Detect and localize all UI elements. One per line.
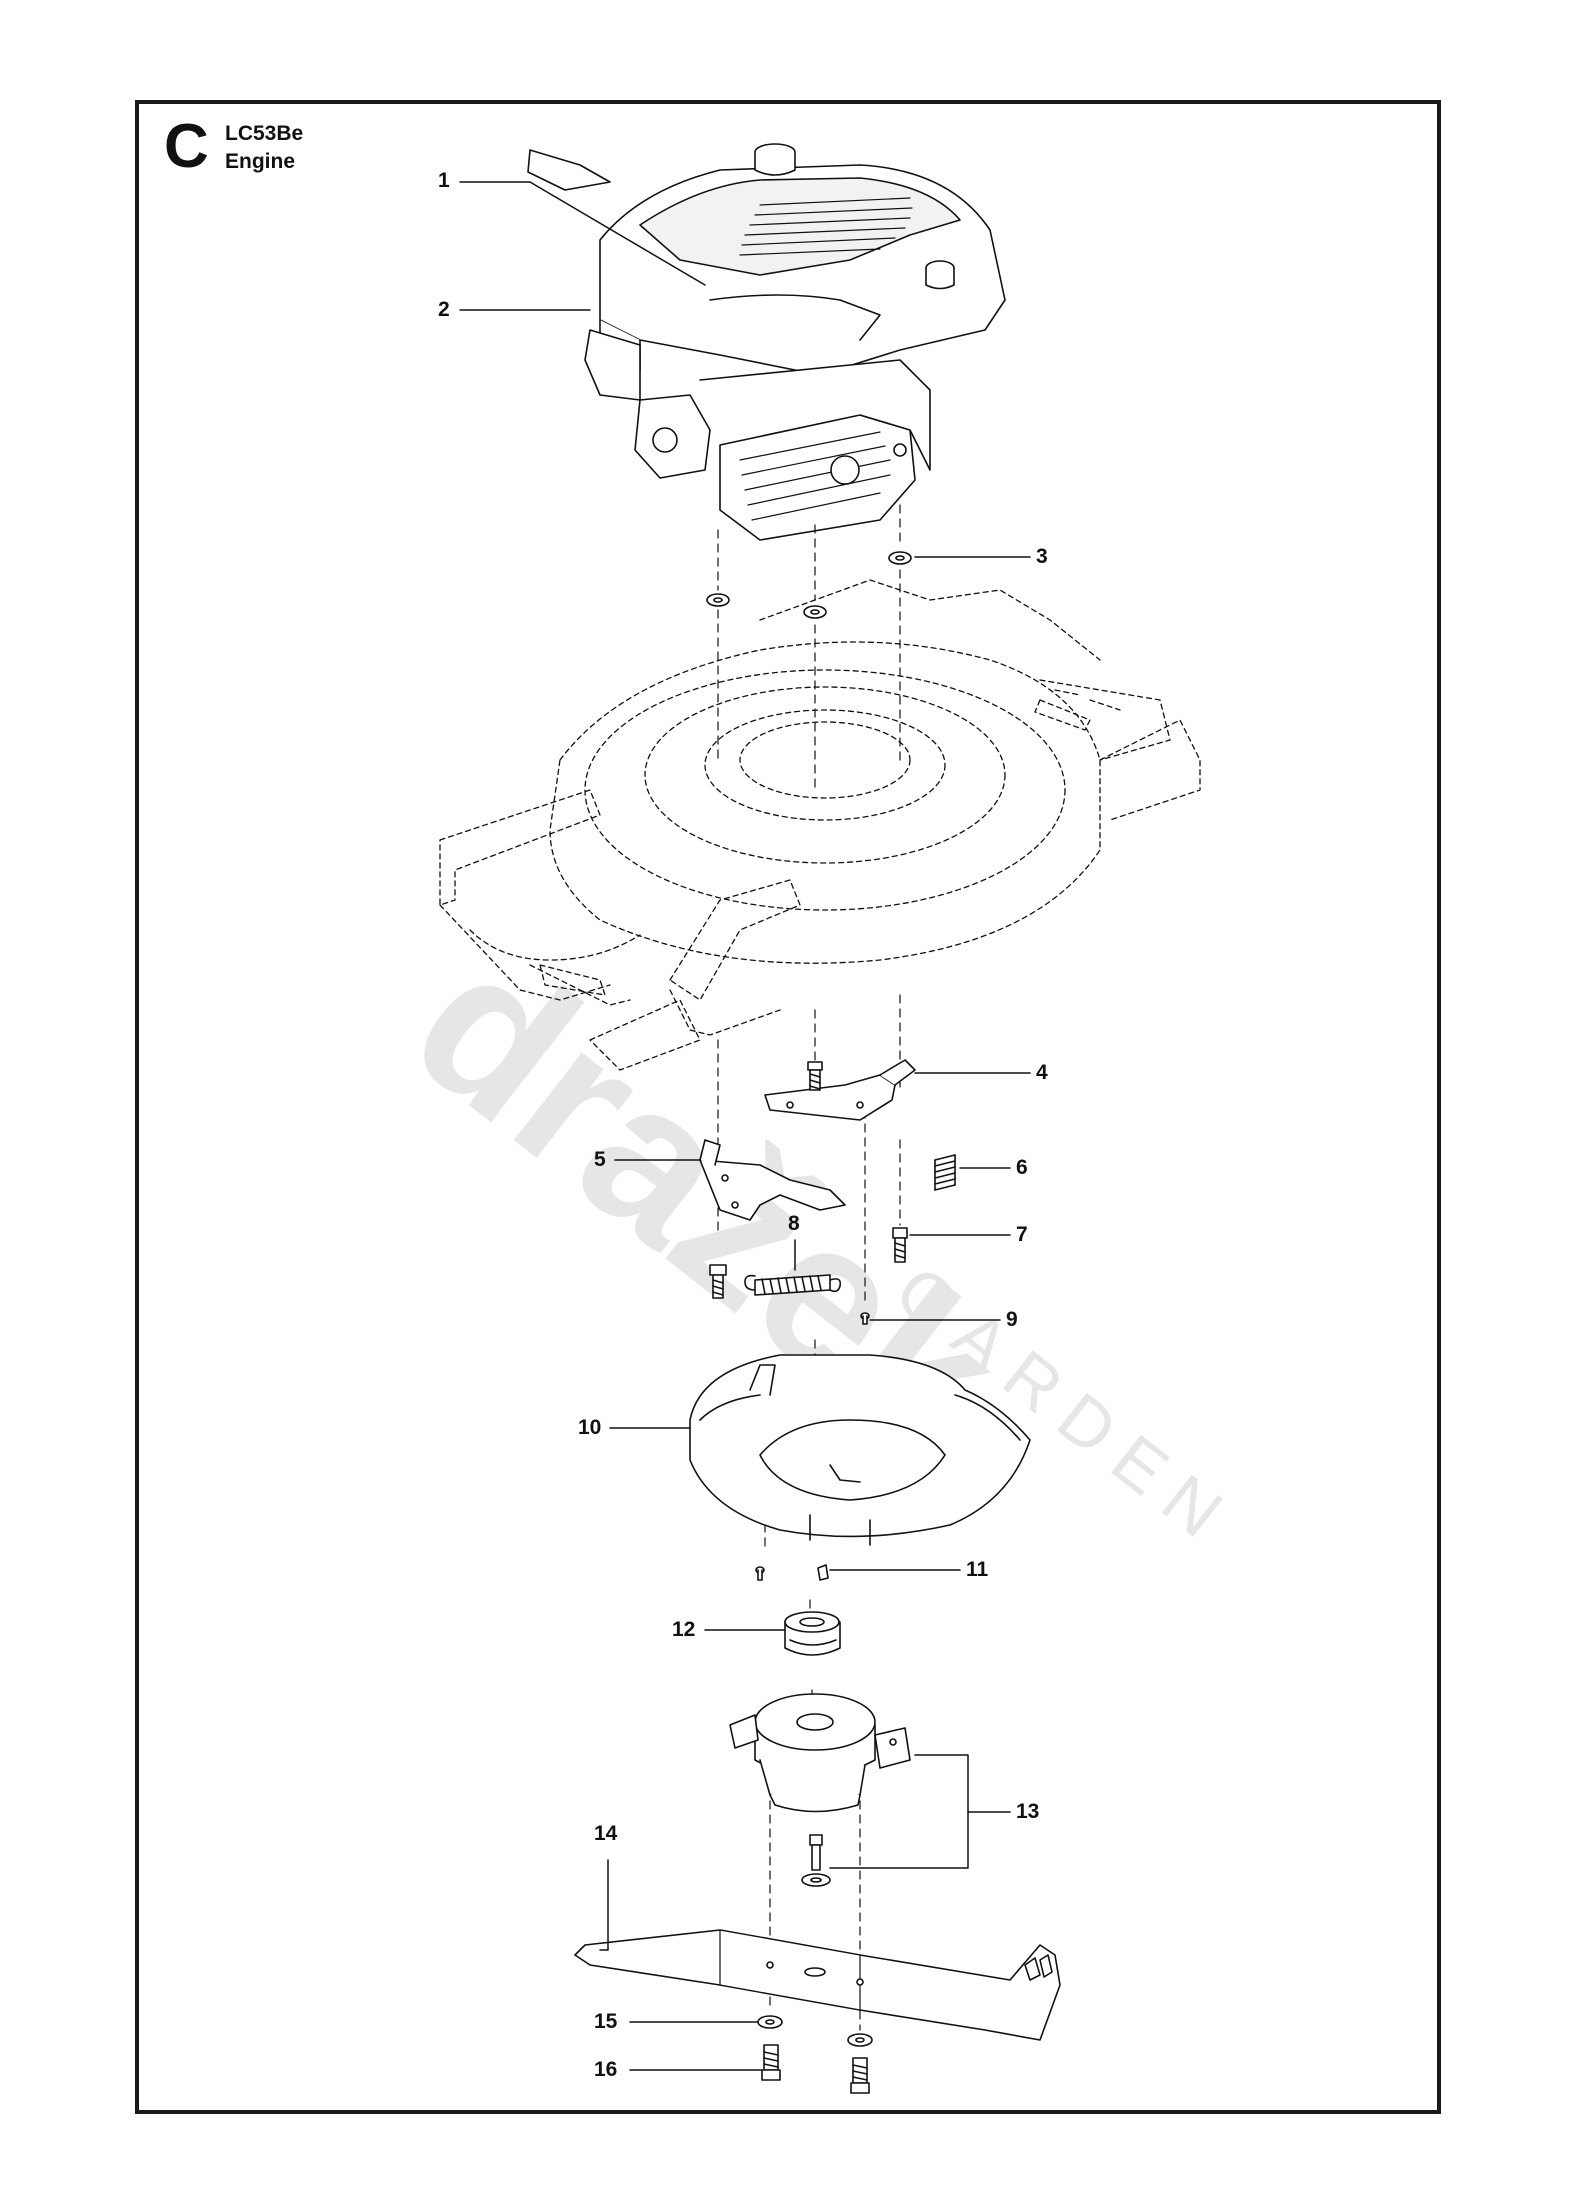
callout-16: 16	[594, 2058, 618, 2081]
callout-4: 4	[1036, 1061, 1048, 1084]
part-baffle-cup	[689, 1354, 1031, 1546]
diagram-title: Engine	[225, 150, 296, 173]
part-blade-hub	[729, 1693, 911, 1887]
callout-13: 13	[1016, 1800, 1040, 1823]
callout-3: 3	[1036, 545, 1048, 568]
part-bracket-left	[699, 1139, 846, 1221]
part-washers-lower	[757, 2015, 873, 2047]
part-spring-long	[744, 1274, 842, 1296]
part-bolt-upper	[807, 1061, 823, 1091]
callout-15: 15	[594, 2010, 618, 2033]
diagram-frame	[135, 100, 1441, 2114]
part-bushing	[784, 1611, 841, 1656]
part-bracket-right	[764, 1059, 916, 1121]
part-key	[817, 1564, 829, 1581]
callout-8: 8	[788, 1212, 800, 1235]
part-spring-small	[934, 1154, 956, 1191]
callout-10: 10	[578, 1416, 602, 1439]
part-washers	[706, 551, 912, 619]
section-letter: C	[164, 112, 209, 181]
part-bolts-lower	[761, 2044, 870, 2094]
callout-14: 14	[594, 1822, 618, 1845]
callout-11: 11	[966, 1558, 989, 1581]
engine-mount-guide-lines	[717, 504, 901, 791]
model-name: LC53Be	[225, 122, 304, 145]
mower-deck	[439, 579, 1201, 1071]
part-small-screw	[860, 1312, 870, 1325]
leader-lines	[459, 181, 1031, 2071]
part-engine	[584, 143, 1006, 541]
callout-5: 5	[594, 1148, 606, 1171]
callout-2: 2	[438, 298, 450, 321]
callout-12: 12	[672, 1618, 696, 1641]
part-screw-cup	[755, 1566, 765, 1581]
callout-9: 9	[1006, 1308, 1018, 1331]
part-label-sticker	[527, 149, 611, 191]
callout-6: 6	[1016, 1156, 1028, 1179]
callout-1: 1	[438, 169, 450, 192]
part-bolt-7	[892, 1227, 908, 1263]
part-blade	[574, 1929, 1061, 2041]
part-bolt-left	[709, 1264, 727, 1299]
callout-7: 7	[1016, 1223, 1028, 1246]
